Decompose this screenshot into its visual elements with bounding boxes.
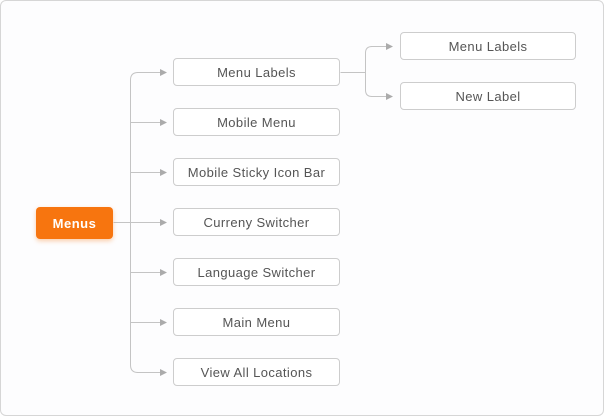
node-mobile-menu: Mobile Menu [173, 108, 340, 136]
node-currency-switcher: Curreny Switcher [173, 208, 340, 236]
node-new-label: New Label [400, 82, 576, 110]
node-label: View All Locations [200, 364, 313, 380]
node-menus-label: Menus [52, 215, 97, 231]
node-main-menu: Main Menu [173, 308, 340, 336]
node-language-switcher: Language Switcher [173, 258, 340, 286]
node-label: Menu Labels [448, 38, 528, 54]
node-label: Main Menu [222, 314, 291, 330]
node-menu-labels: Menu Labels [173, 58, 340, 86]
node-mobile-sticky-icon-bar: Mobile Sticky Icon Bar [173, 158, 340, 186]
node-label: Curreny Switcher [203, 214, 310, 230]
node-menu-labels-child: Menu Labels [400, 32, 576, 60]
node-label: Mobile Menu [217, 114, 296, 130]
node-label: Language Switcher [197, 264, 316, 280]
node-label: Menu Labels [217, 64, 296, 80]
node-view-all-locations: View All Locations [173, 358, 340, 386]
node-label: Mobile Sticky Icon Bar [187, 164, 326, 180]
node-menus: Menus [36, 207, 113, 239]
node-label: New Label [455, 88, 521, 104]
